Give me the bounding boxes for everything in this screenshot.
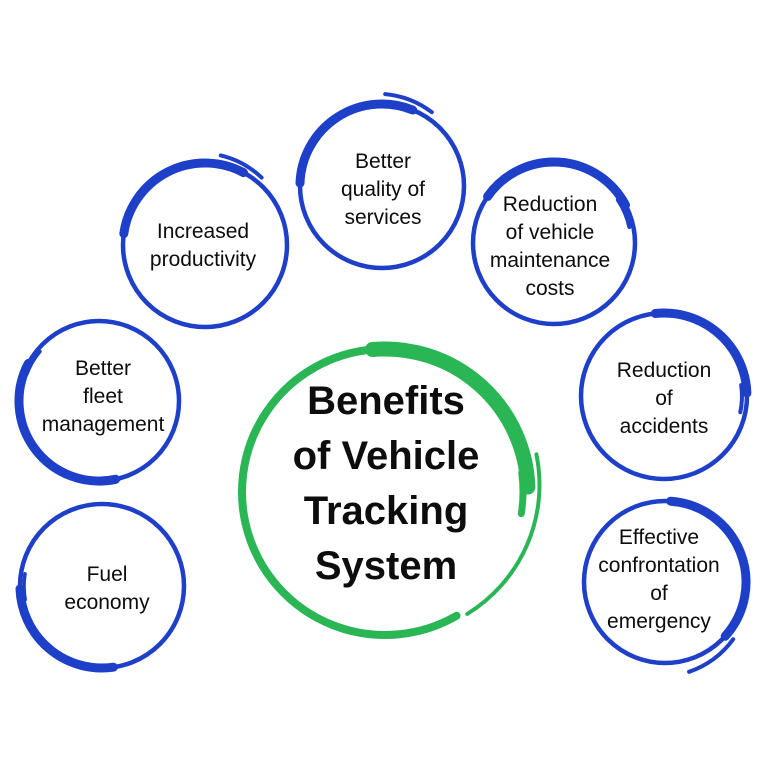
node-circle-better-fleet-management — [14, 318, 182, 486]
node-label-fuel-economy: Fuel economy — [64, 563, 150, 614]
diagram-title: Benefits of Vehicle Tracking System — [292, 379, 480, 588]
node-label-increased-productivity: Increased productivity — [149, 220, 257, 271]
node-label-reduction-of-vehicle-maintenance-costs: Reduction of vehicle maintenance costs — [489, 193, 611, 300]
node-label-better-quality-of-services: Better quality of services — [340, 150, 426, 229]
node-circle-effective-confrontation-of-emergency — [581, 496, 751, 674]
node-label-better-fleet-management: Better fleet management — [41, 357, 165, 436]
node-label-reduction-of-accidents: Reduction of accidents — [616, 359, 712, 438]
node-circle-reduction-of-vehicle-maintenance-costs — [470, 157, 638, 327]
node-circle-increased-productivity — [119, 153, 290, 330]
node-circle-reduction-of-accidents — [578, 308, 752, 482]
node-circle-center-benefits — [238, 341, 542, 639]
node-circle-better-quality-of-services — [295, 92, 467, 271]
node-label-effective-confrontation-of-emergency: Effective confrontation of emergency — [598, 526, 720, 633]
node-circle-fuel-economy — [15, 501, 187, 673]
